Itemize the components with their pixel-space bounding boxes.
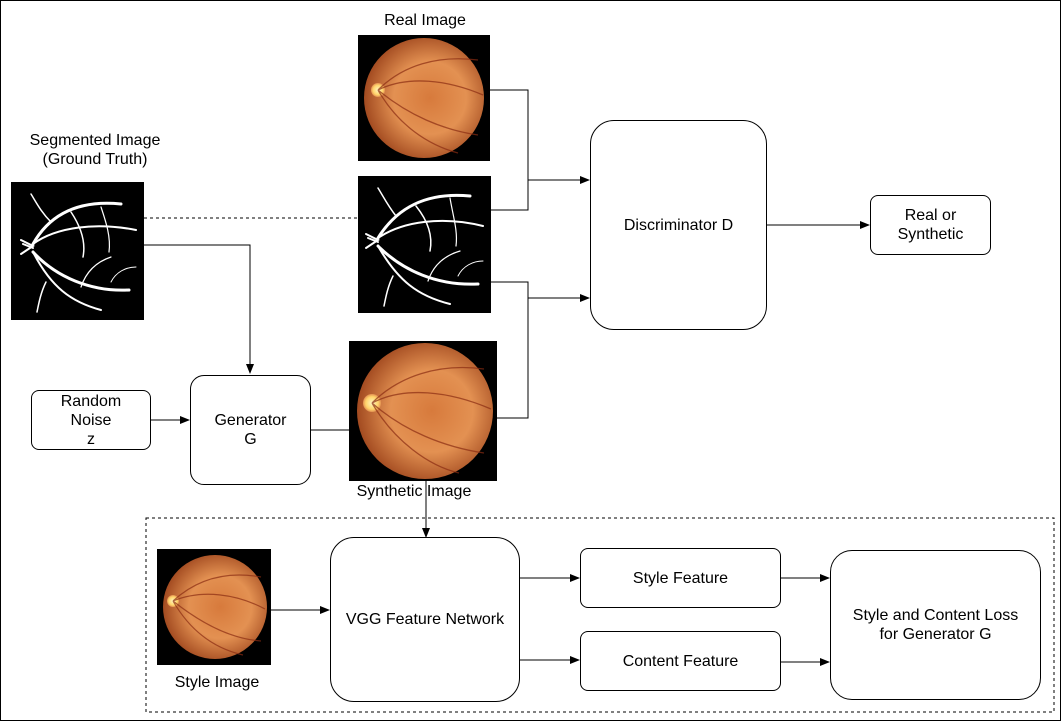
- real-to-disc-line: [490, 89, 529, 211]
- segmented-label-line1: Segmented Image: [29, 132, 161, 149]
- loss-line1: Style and Content Loss: [852, 607, 1019, 624]
- generator-box: Generator G: [190, 375, 311, 485]
- synthetic-fundus-image: [349, 341, 497, 481]
- content-feature-box: Content Feature: [580, 631, 781, 691]
- generator-line1: Generator: [214, 412, 287, 429]
- synthetic-image-label: Synthetic Image: [356, 483, 472, 500]
- real-fundus-image: [358, 35, 490, 161]
- real-or-synthetic-box: Real or Synthetic: [870, 195, 991, 255]
- noise-line3: z: [87, 430, 95, 448]
- loss-box: Style and Content Loss for Generator G: [830, 550, 1041, 700]
- output-line1: Real or: [904, 207, 957, 224]
- vgg-network-box: VGG Feature Network: [330, 537, 520, 702]
- segmented-vessel-image-2: [358, 176, 491, 313]
- style-feature-box: Style Feature: [580, 548, 781, 608]
- generator-line2: G: [244, 431, 257, 448]
- noise-line2: Noise: [70, 411, 112, 429]
- synth-to-disc-line: [490, 281, 529, 419]
- random-noise-box: Random Noise z: [31, 390, 151, 450]
- noise-line1: Random: [60, 392, 122, 410]
- discriminator-box: Discriminator D: [590, 120, 767, 330]
- segmented-to-generator: [144, 244, 254, 374]
- loss-line2: for Generator G: [879, 626, 992, 643]
- real-image-label: Real Image: [384, 12, 466, 29]
- output-line2: Synthetic: [897, 226, 964, 243]
- segmented-label-line2: (Ground Truth): [42, 151, 148, 168]
- loss-region-dashed: [145, 517, 1055, 713]
- segmented-image-label: Segmented Image (Ground Truth): [10, 131, 180, 169]
- style-image-label: Style Image: [174, 674, 260, 691]
- style-fundus-image: [157, 549, 271, 665]
- segmented-vessel-image: [11, 182, 144, 320]
